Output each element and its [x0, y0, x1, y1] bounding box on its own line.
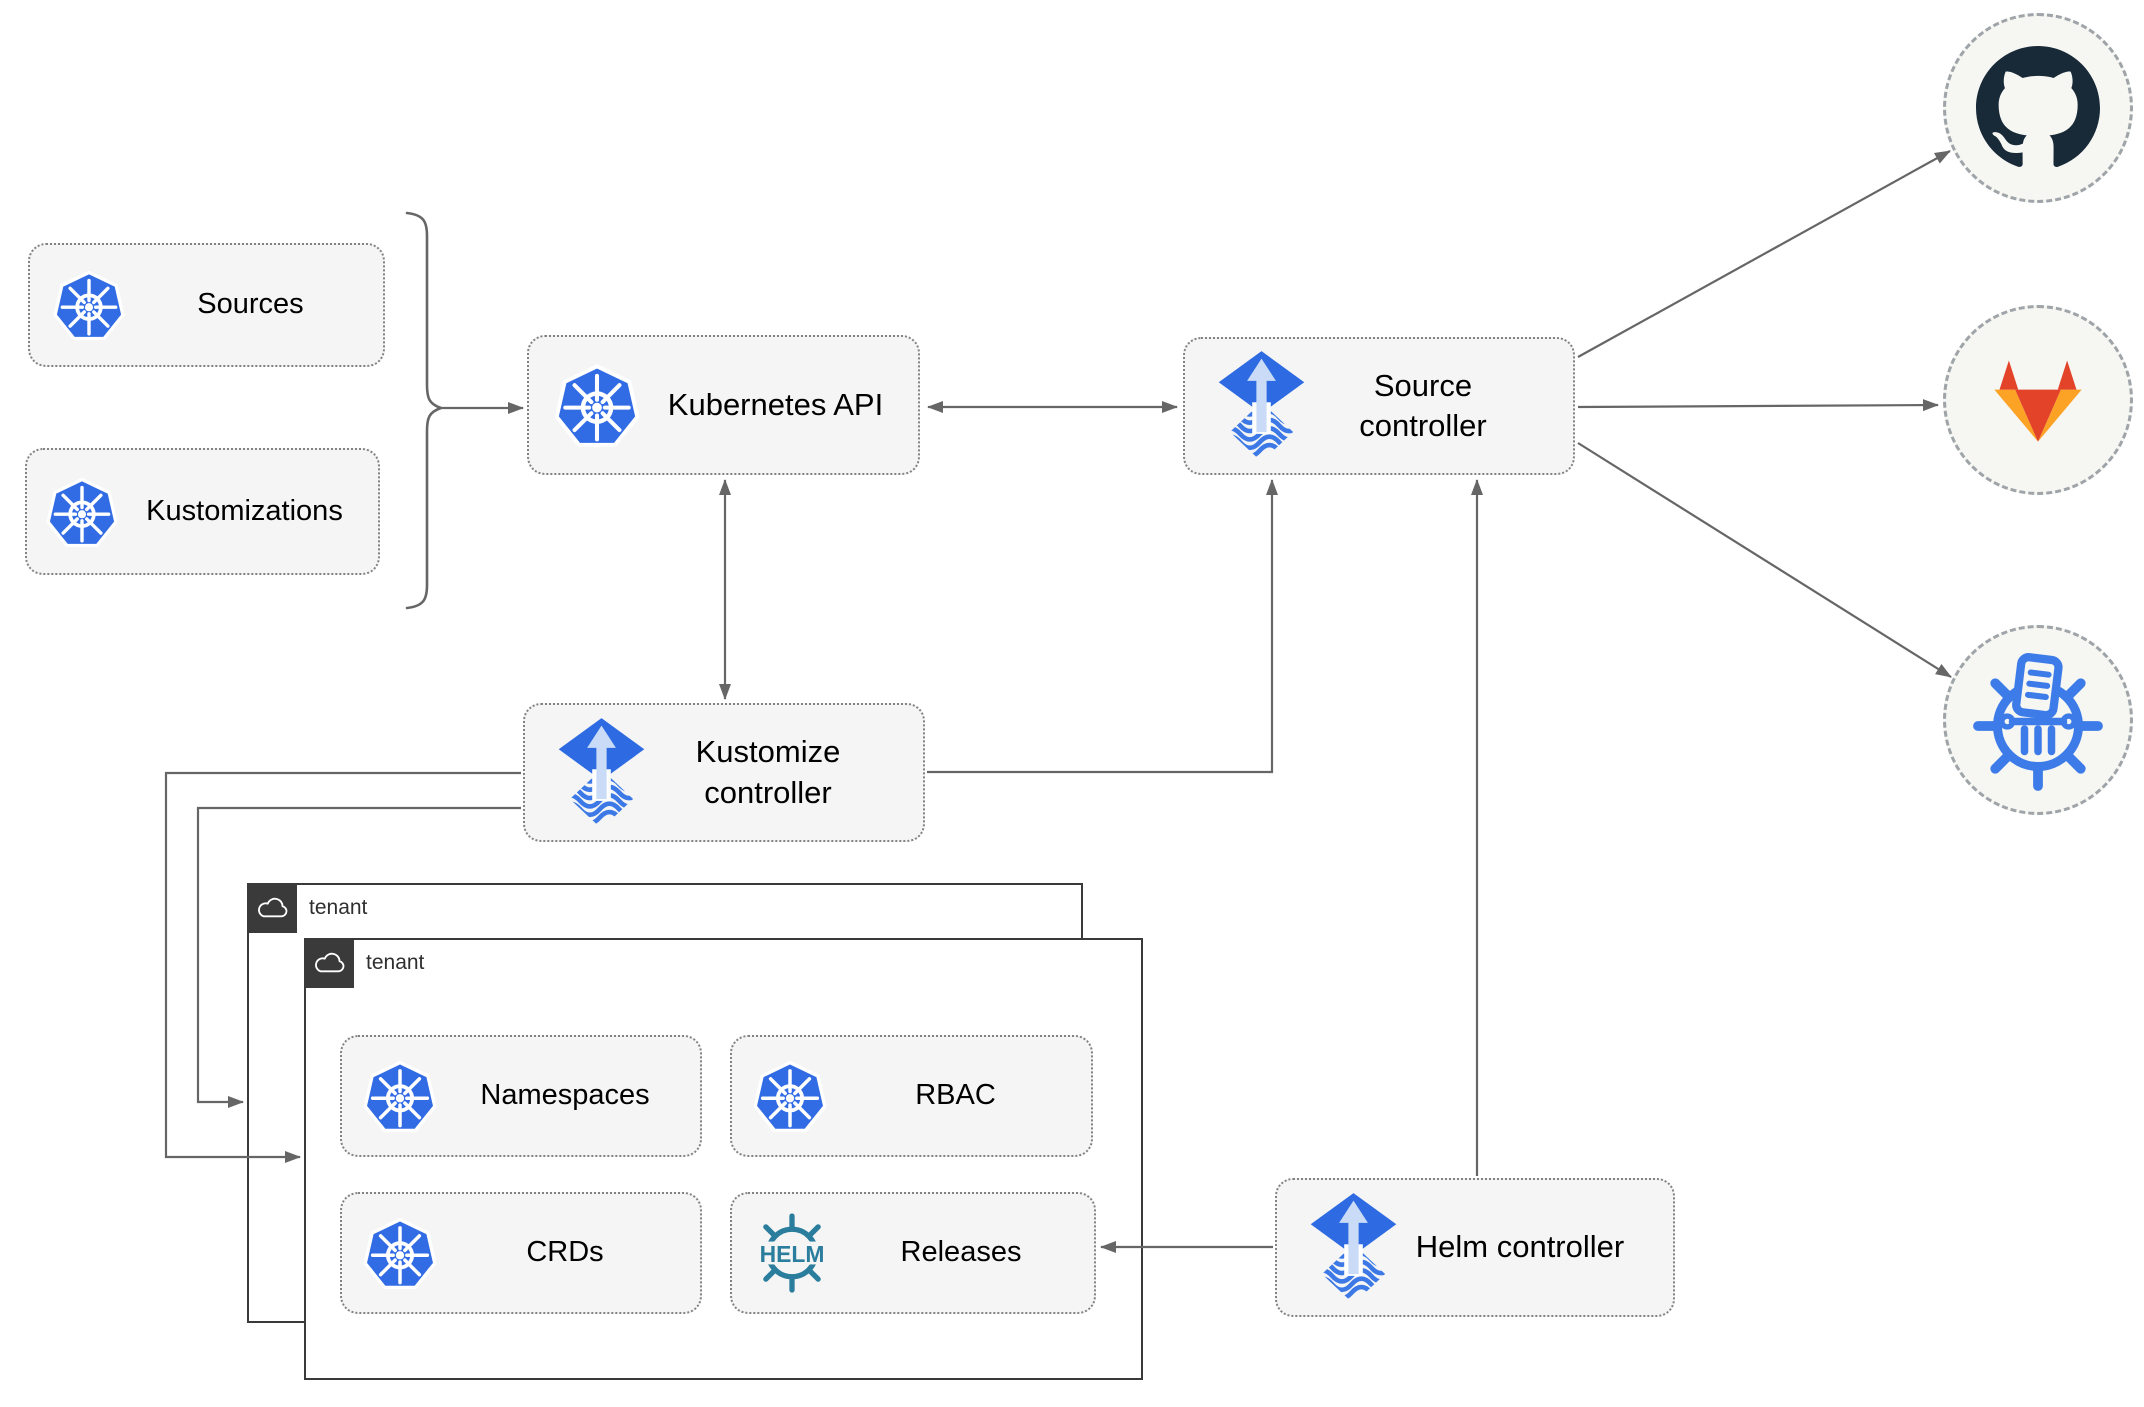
flux-icon	[1307, 1192, 1400, 1304]
node-label: RBAC	[915, 1079, 996, 1112]
node-helm-controller[interactable]: Helm controller	[1275, 1178, 1675, 1317]
node-source-controller[interactable]: Source controller	[1183, 337, 1575, 475]
kubernetes-icon	[45, 475, 119, 549]
node-label: Sources	[197, 288, 304, 321]
gitlab-repository[interactable]	[1943, 305, 2133, 495]
helm-icon: HELM	[748, 1209, 836, 1297]
helm-repository-icon	[1963, 645, 2113, 795]
github-repository[interactable]	[1943, 13, 2133, 203]
node-label: Kubernetes API	[667, 386, 884, 422]
flux-icon	[555, 717, 648, 829]
node-sources[interactable]: Sources	[28, 243, 385, 367]
flux-icon	[1215, 350, 1308, 462]
node-label: Helm controller	[1415, 1229, 1625, 1265]
kubernetes-icon	[362, 1215, 438, 1291]
cloud-icon	[304, 938, 354, 988]
node-label: Source controller	[1359, 367, 1487, 443]
node-crds[interactable]: CRDs	[340, 1192, 702, 1314]
helm-chart-repository[interactable]	[1943, 625, 2133, 815]
github-icon	[1975, 46, 2101, 170]
node-namespaces[interactable]: Namespaces	[340, 1035, 702, 1157]
kubernetes-icon	[52, 268, 126, 342]
node-rbac[interactable]: RBAC	[730, 1035, 1093, 1157]
edge-source-helmrepo	[1577, 442, 1952, 678]
tenant-label: tenant	[366, 951, 425, 974]
gitlab-icon	[1986, 353, 2090, 447]
node-kustomizations[interactable]: Kustomizations	[25, 448, 380, 575]
kubernetes-icon	[553, 361, 641, 449]
kubernetes-icon	[362, 1058, 438, 1134]
tenant-label: tenant	[309, 896, 368, 919]
kubernetes-icon	[752, 1058, 828, 1134]
node-kustomize-controller[interactable]: Kustomize controller	[523, 703, 925, 842]
node-label: CRDs	[526, 1236, 604, 1269]
node-releases[interactable]: HELM Releases	[730, 1192, 1096, 1314]
node-label: Kustomize controller	[695, 734, 841, 810]
cloud-icon	[247, 883, 297, 933]
helm-icon-text: HELM	[760, 1241, 825, 1267]
node-label: Releases	[900, 1236, 1022, 1269]
edge-source-gitlab	[1577, 399, 1939, 412]
group-brace	[405, 211, 446, 610]
edge-kustomize-source	[927, 479, 1278, 774]
node-label: Namespaces	[480, 1079, 650, 1112]
node-kubernetes-api[interactable]: Kubernetes API	[527, 335, 920, 475]
node-label: Kustomizations	[146, 494, 343, 527]
edge-source-github	[1577, 150, 1951, 358]
